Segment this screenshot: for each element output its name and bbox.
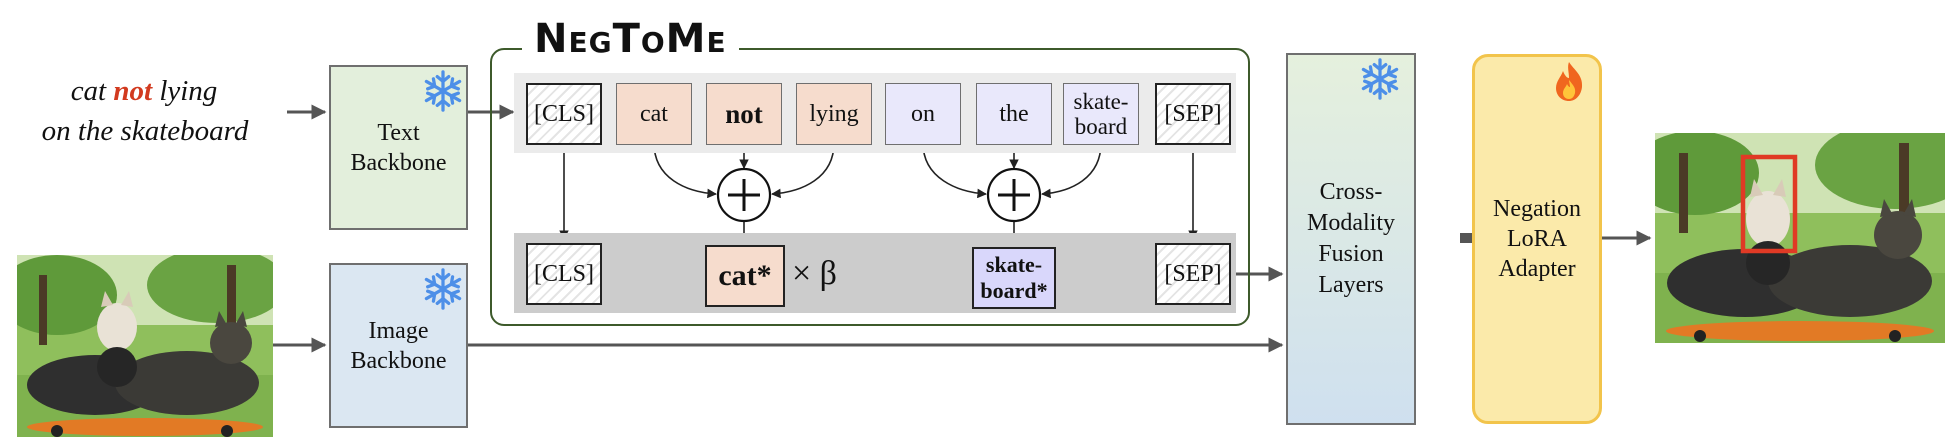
token-cat: cat (616, 83, 692, 145)
lora-adapter-block: Negation LoRA Adapter (1472, 54, 1602, 424)
fusion-layers-block: Cross- Modality Fusion Layers (1286, 53, 1416, 425)
merge-operator-1 (716, 167, 772, 223)
token-lying: lying (796, 83, 872, 145)
merged-token-skateboard: skate- board* (972, 247, 1056, 309)
negtome-module (490, 48, 1250, 326)
input-image (17, 255, 273, 437)
merged-token-cls: [CLS] (526, 243, 602, 305)
snowflake-icon (424, 268, 462, 310)
snowflake-icon (424, 70, 462, 112)
token-cls-label: [CLS] (534, 101, 594, 127)
merged-token-cat: cat* (705, 245, 785, 307)
token-the: the (976, 83, 1052, 145)
token-sep-label: [SEP] (1164, 101, 1222, 127)
merged-token-sep: [SEP] (1155, 243, 1231, 305)
text-backbone-label: Text Backbone (350, 119, 447, 176)
image-backbone-label: Image Backbone (350, 317, 447, 374)
token-not: not (706, 83, 782, 145)
input-text-after: lying (152, 75, 218, 107)
lora-adapter-label: Negation LoRA Adapter (1493, 196, 1581, 282)
token-the-label: the (999, 101, 1029, 127)
token-cat-label: cat (640, 101, 668, 127)
merged-token-cat-label: cat* (718, 259, 772, 292)
input-text-line-2: on the skateboard (41, 115, 249, 147)
detection-box (1740, 154, 1798, 254)
token-cls: [CLS] (526, 83, 602, 145)
merged-token-cls-label: [CLS] (534, 261, 594, 287)
merged-token-band (514, 233, 1236, 313)
token-on: on (885, 83, 961, 145)
merge-operator-2 (986, 167, 1042, 223)
cats-on-skateboard-image (17, 255, 273, 437)
output-cats-image (1655, 133, 1945, 343)
input-text-line-1: cat not lying (14, 74, 274, 108)
fusion-layers-label: Cross- Modality Fusion Layers (1307, 179, 1395, 298)
merged-token-skateboard-label: skate- board* (980, 252, 1048, 303)
token-lying-label: lying (809, 101, 859, 127)
negtome-title: NegToMe (522, 14, 739, 64)
token-not-label: not (725, 99, 763, 129)
beta-scale-label: × β (792, 255, 837, 292)
token-sep: [SEP] (1155, 83, 1231, 145)
merged-token-sep-label: [SEP] (1164, 261, 1222, 287)
snowflake-icon (1361, 58, 1399, 100)
token-skateboard: skate- board (1063, 83, 1139, 145)
output-image (1655, 133, 1945, 343)
negation-word: not (113, 75, 153, 107)
input-text-before: cat (70, 75, 114, 107)
token-on-label: on (911, 101, 935, 127)
flame-icon (1556, 62, 1583, 101)
token-skateboard-label: skate- board (1073, 89, 1129, 139)
arrow-on-to-merge (922, 142, 987, 199)
